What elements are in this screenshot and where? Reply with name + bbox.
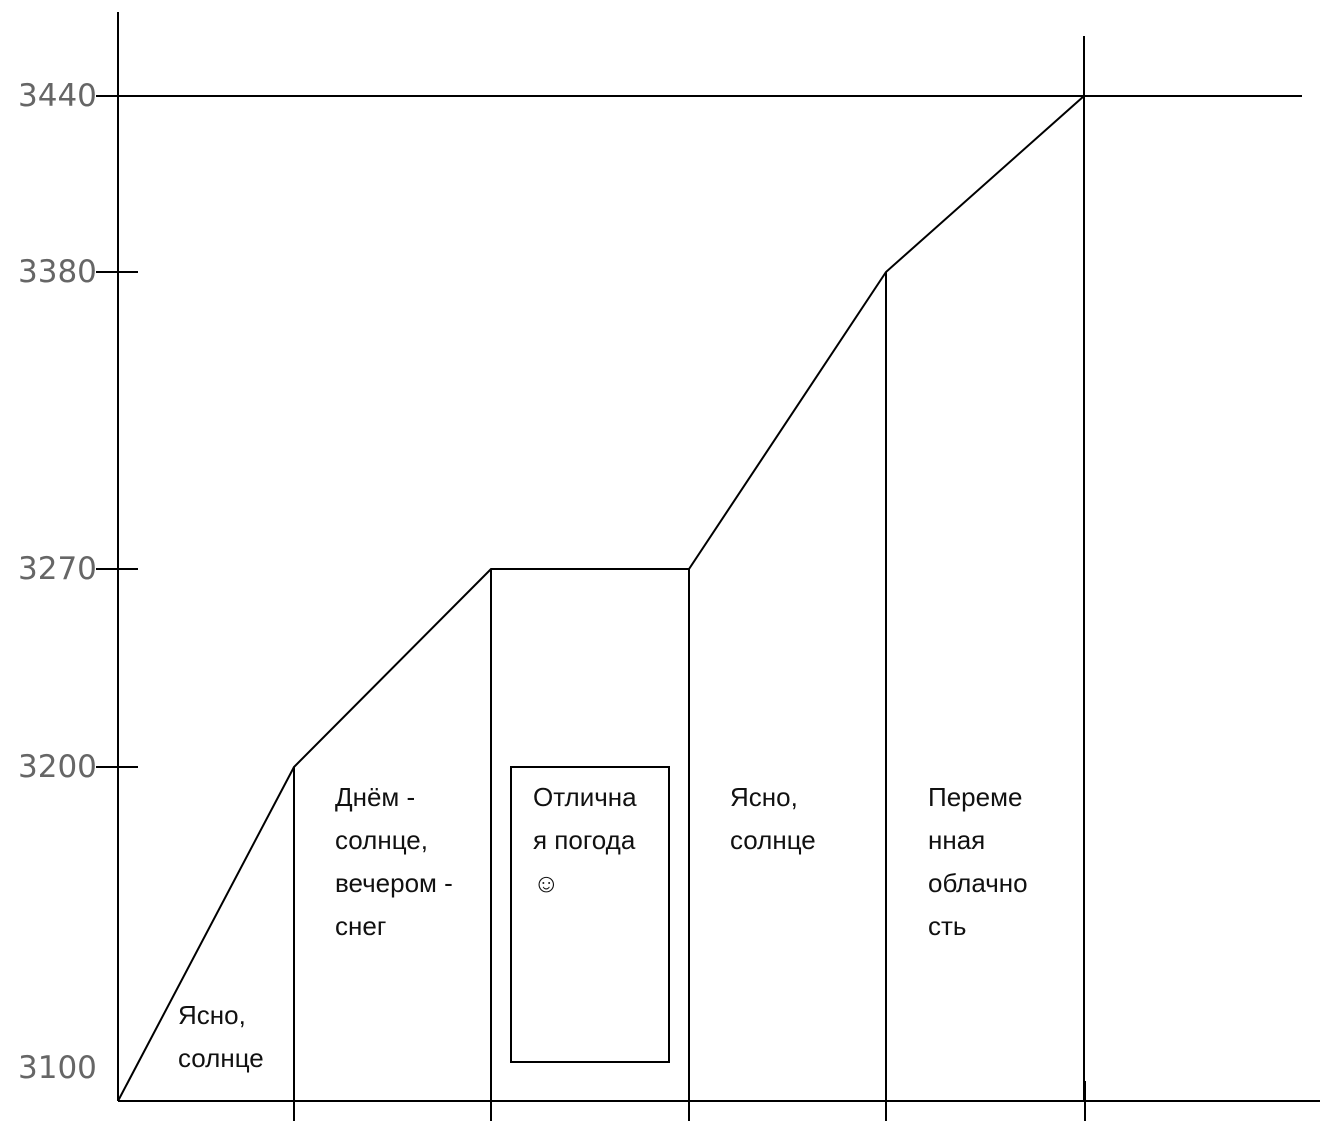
segment-label-group: Днём - солнце, вечером - снег (335, 782, 453, 941)
segment-label-line: я погода (533, 825, 636, 855)
segment-label-group: Ясно, солнце (178, 1000, 264, 1073)
segment-label-line: ☺ (533, 868, 560, 898)
y-ticks: 3100 3200 3270 3380 3440 (18, 78, 1302, 1086)
axes (117, 12, 1320, 1102)
segment-label-line: Днём - (335, 782, 415, 812)
segment-label-line: Переме (928, 782, 1022, 812)
segment-label-line: сть (928, 911, 966, 941)
segment-label-line: снег (335, 911, 386, 941)
y-tick-label: 3380 (18, 254, 97, 290)
segment-label-line: солнце (730, 825, 816, 855)
y-tick-label: 3100 (18, 1050, 97, 1086)
segment-label-line: Ясно, (178, 1000, 246, 1030)
y-tick-label: 3440 (18, 78, 97, 114)
highlight-box (510, 766, 670, 1063)
segment-label-line: Ясно, (730, 782, 798, 812)
segment-label-group: Переме нная облачно сть (928, 782, 1028, 941)
segment-label-group: Ясно, солнце (730, 782, 816, 855)
segment-label-group: Отлична я погода ☺ (533, 782, 637, 898)
elevation-line (117, 95, 1085, 1102)
segment-label-line: вечером - (335, 868, 453, 898)
segment-label-line: солнце, (335, 825, 428, 855)
y-tick-label: 3270 (18, 551, 97, 587)
elevation-series (117, 95, 1085, 1102)
segment-label-line: Отлична (533, 782, 637, 812)
segment-boxes (510, 766, 670, 1063)
y-tick-label: 3200 (18, 749, 97, 785)
segment-label-line: облачно (928, 868, 1028, 898)
segment-label-line: солнце (178, 1043, 264, 1073)
segment-labels: Ясно, солнце Днём - солнце, вечером - снег Отл… (178, 782, 1028, 1073)
segment-label-line: нная (928, 825, 985, 855)
segment-dividers (293, 36, 1085, 1101)
